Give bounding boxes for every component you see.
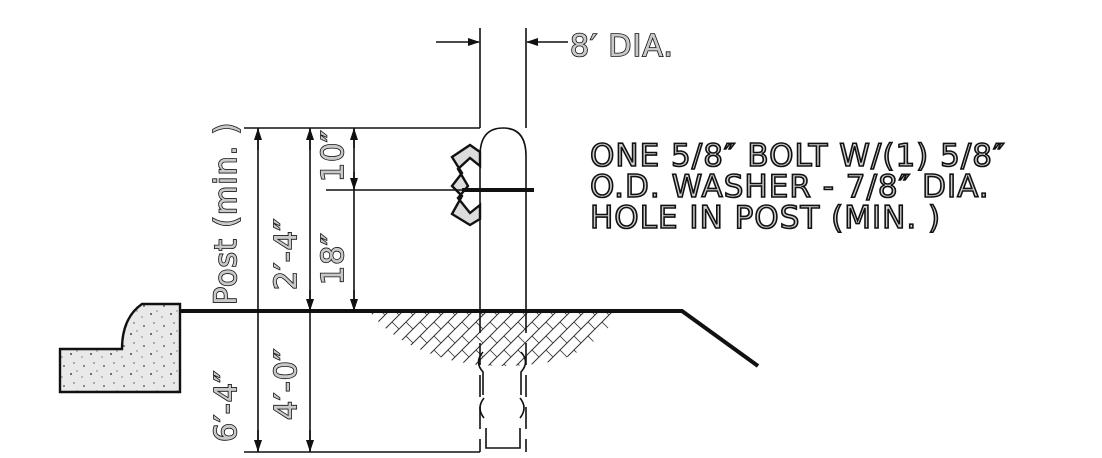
post-min-label: Post (min. ) (209, 122, 244, 305)
post (479, 127, 527, 311)
dim-top-to-bolt: 10″ (316, 130, 351, 182)
dim-embed: 4′-0″ (269, 348, 304, 420)
bolt-note-line-1: ONE 5/8″ BOLT W/(1) 5/8″ (590, 138, 1006, 174)
post-diameter-label: 8′ DIA. (570, 29, 674, 64)
concrete-curb (58, 302, 182, 394)
post-embedded (479, 311, 527, 452)
w-beam-rail (450, 143, 482, 227)
dim-above-ground: 2′-4″ (269, 218, 304, 290)
dim-total-post: 6′-4″ (209, 370, 244, 442)
bolt-note-line-3: HOLE IN POST (MIN. ) (590, 200, 941, 236)
post-break-lines (477, 351, 527, 449)
dim-bolt-to-ground: 18″ (316, 233, 351, 285)
bolt-note-line-2: O.D. WASHER - 7/8″ DIA. (590, 169, 990, 205)
ground-line (180, 309, 760, 368)
soil-hatch (370, 312, 620, 366)
